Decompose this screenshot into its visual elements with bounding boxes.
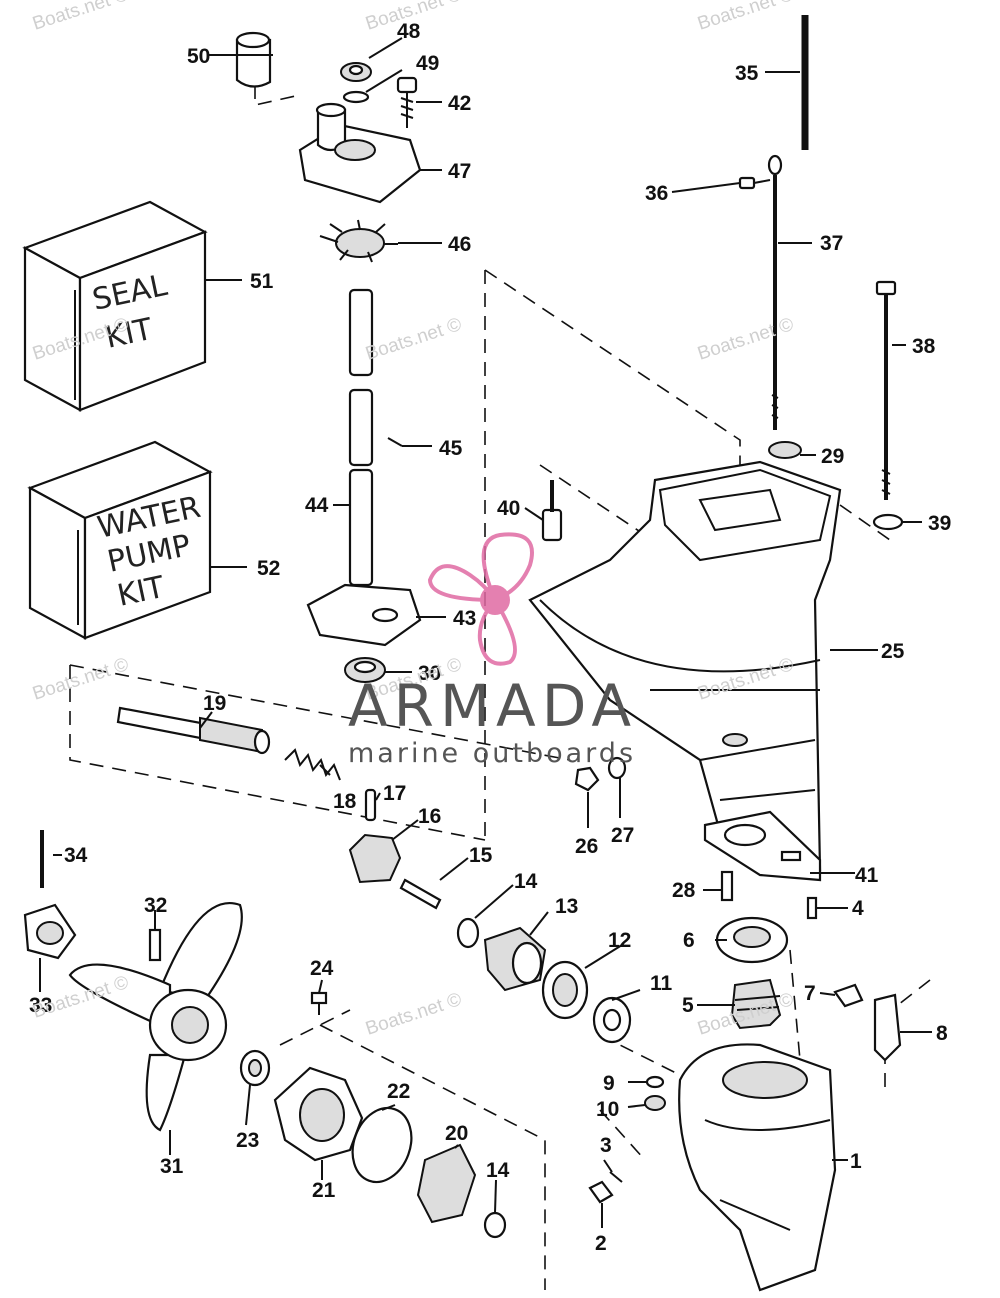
watermark-text: Boats.net © (363, 314, 464, 365)
part-label-1: 1 (850, 1150, 862, 1173)
logo-brand: ARMADA (348, 672, 637, 740)
shift-linkage (541, 15, 904, 542)
part-label-4: 4 (852, 897, 864, 920)
part-label-27: 27 (611, 824, 634, 847)
gearcase-housing (588, 1043, 837, 1292)
part-label-37: 37 (820, 232, 843, 255)
part-label-28: 28 (672, 879, 696, 902)
part-label-42: 42 (448, 92, 471, 115)
part-label-14b: 14 (486, 1159, 510, 1182)
watermark-text: Boats.net © (30, 654, 131, 705)
propeller (23, 830, 243, 1132)
watermark-text: Boats.net © (363, 989, 464, 1040)
part-label-24: 24 (310, 957, 334, 980)
part-label-45: 45 (439, 437, 463, 460)
part-label-8: 8 (936, 1022, 948, 1045)
part-label-40: 40 (497, 497, 520, 520)
watermark-text: Boats.net © (695, 0, 796, 35)
part-label-9: 9 (603, 1072, 615, 1095)
part-label-16: 16 (418, 805, 441, 828)
part-label-5: 5 (682, 994, 694, 1017)
part-label-49: 49 (416, 52, 439, 75)
part-label-50: 50 (187, 45, 210, 68)
part-label-17: 17 (383, 782, 406, 805)
part-label-13: 13 (555, 895, 578, 918)
part-label-47: 47 (448, 160, 471, 183)
part-label-26: 26 (575, 835, 598, 858)
logo-tagline: marine outboards (348, 738, 636, 769)
part-label-31: 31 (160, 1155, 184, 1178)
watermark-text: Boats.net © (695, 314, 796, 365)
water-pump-kit-box: WATER PUMP KIT (27, 440, 213, 640)
part-label-36: 36 (645, 182, 668, 205)
part-label-46: 46 (448, 233, 471, 256)
part-label-20: 20 (445, 1122, 468, 1145)
leader-lines (39, 37, 932, 1228)
part-label-7: 7 (804, 982, 816, 1005)
part-label-35: 35 (735, 62, 759, 85)
part-label-2: 2 (595, 1232, 607, 1255)
part-label-43: 43 (453, 607, 476, 630)
part-label-11: 11 (650, 972, 673, 995)
propeller-shaft-assembly (116, 706, 632, 1239)
watermark-text: Boats.net © (30, 0, 131, 35)
impeller (319, 219, 398, 263)
driveshaft-housing (528, 460, 842, 872)
part-label-14: 14 (514, 870, 538, 893)
part-label-44: 44 (305, 494, 329, 517)
armada-logo: ARMADA marine outboards (348, 532, 637, 769)
part-label-12: 12 (608, 929, 631, 952)
part-label-38: 38 (912, 335, 936, 358)
propeller-logo-icon (427, 532, 534, 666)
part-label-33: 33 (29, 994, 52, 1017)
part-label-25: 25 (881, 640, 905, 663)
part-label-51: 51 (250, 270, 274, 293)
part-label-39: 39 (928, 512, 951, 535)
part-label-48: 48 (397, 20, 421, 43)
part-label-22: 22 (387, 1080, 410, 1103)
part-label-32: 32 (144, 894, 167, 917)
part-label-10: 10 (596, 1098, 619, 1121)
part-label-15: 15 (469, 844, 493, 867)
part-label-41: 41 (855, 864, 879, 887)
part-label-30: 30 (418, 662, 441, 685)
part-label-19: 19 (203, 692, 226, 715)
part-label-23: 23 (236, 1129, 259, 1152)
part-label-52: 52 (257, 557, 280, 580)
water-pump-parts (235, 31, 422, 683)
part-label-18: 18 (333, 790, 357, 813)
part-label-3: 3 (600, 1134, 612, 1157)
part-number-labels: 1 2 3 4 5 6 7 8 9 10 11 12 13 14 14 15 1… (29, 20, 951, 1255)
part-label-34: 34 (64, 844, 88, 867)
seal-kit-box: SEAL KIT (22, 200, 208, 412)
part-label-29: 29 (821, 445, 844, 468)
part-label-21: 21 (312, 1179, 336, 1202)
part-label-6: 6 (683, 929, 695, 952)
